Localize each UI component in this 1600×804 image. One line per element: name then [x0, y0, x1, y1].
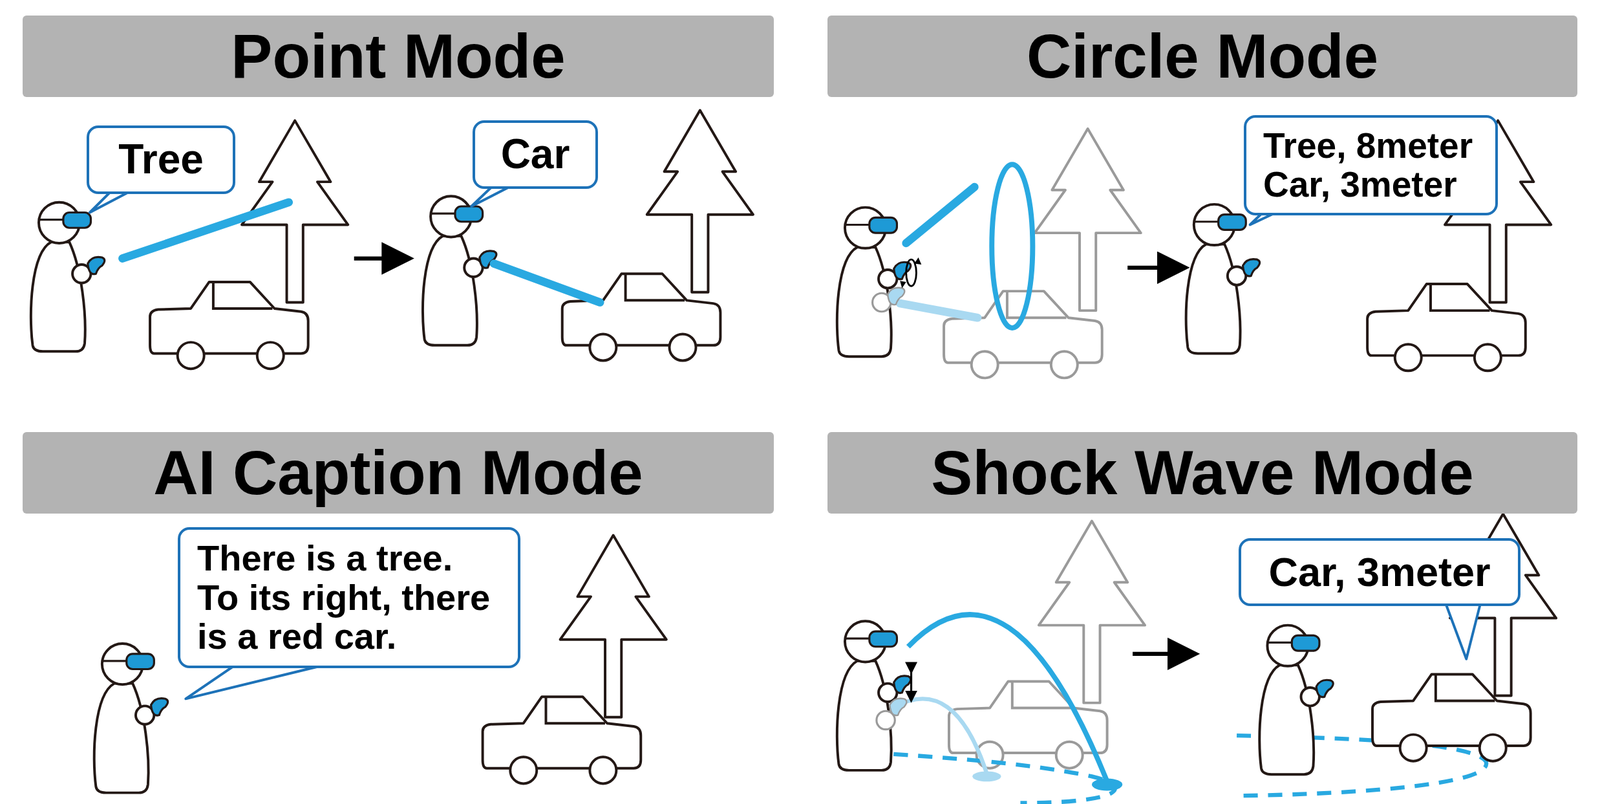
- mode-title: AI Caption Mode: [153, 438, 643, 507]
- speech-bubble: Tree: [86, 125, 236, 194]
- speech-text: Tree: [118, 137, 204, 182]
- speech-bubble: Car: [472, 120, 598, 189]
- speech-bubble: Tree, 8meter Car, 3meter: [1243, 115, 1498, 216]
- speech-bubble: Car, 3meter: [1238, 537, 1521, 606]
- mode-title-bar: Shock Wave Mode: [827, 431, 1578, 514]
- speech-text: Tree, 8meter Car, 3meter: [1263, 126, 1479, 204]
- speech-bubble: There is a tree. To its right, there is …: [177, 526, 521, 668]
- speech-text: There is a tree. To its right, there is …: [197, 538, 502, 656]
- mode-title-bar: Circle Mode: [827, 15, 1578, 97]
- speech-text: Car: [501, 131, 571, 177]
- mode-title: Circle Mode: [1026, 21, 1379, 91]
- mode-title: Shock Wave Mode: [930, 438, 1474, 507]
- mode-title-bar: AI Caption Mode: [22, 431, 774, 514]
- speech-text: Car, 3meter: [1268, 549, 1491, 594]
- mode-title-bar: Point Mode: [22, 15, 774, 97]
- mode-title: Point Mode: [230, 21, 566, 91]
